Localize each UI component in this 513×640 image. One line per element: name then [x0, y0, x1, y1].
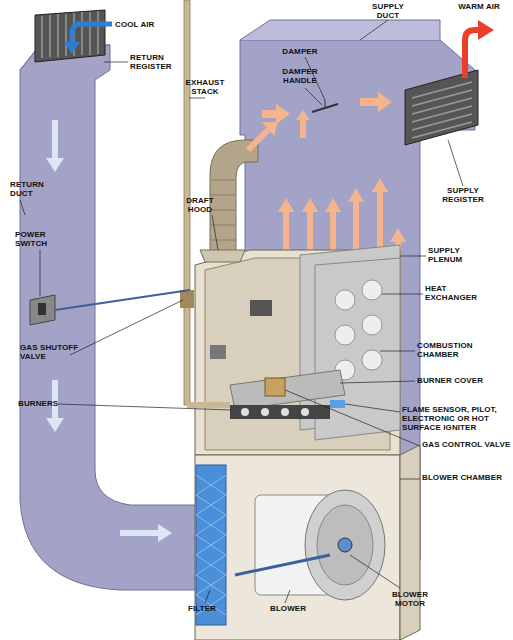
part-label: SUPPLY PLENUM — [428, 246, 488, 264]
part-label: WARM AIR — [440, 2, 500, 11]
part-label: BURNERS — [18, 399, 68, 408]
part-label: BLOWER CHAMBER — [422, 473, 512, 482]
part-label: BLOWER MOTOR — [380, 590, 440, 608]
part-label: GAS SHUTOFF VALVE — [20, 343, 80, 361]
part-label: EXHAUST STACK — [175, 78, 235, 96]
part-label: SUPPLY DUCT — [360, 2, 416, 20]
part-label: POWER SWITCH — [15, 230, 70, 248]
part-label: DRAFT HOOD — [175, 196, 225, 214]
part-label: FILTER — [188, 604, 228, 613]
part-label: RETURN DUCT — [10, 180, 60, 198]
part-label: COMBUSTION CHAMBER — [417, 341, 507, 359]
part-label: BLOWER — [270, 604, 310, 613]
part-label: COOL AIR — [115, 20, 175, 29]
part-label: GAS CONTROL VALVE — [422, 440, 512, 449]
part-label: DAMPER HANDLE — [270, 67, 330, 85]
part-label: BURNER COVER — [417, 376, 497, 385]
part-label: DAMPER — [270, 47, 330, 56]
part-label: SUPPLY REGISTER — [430, 186, 496, 204]
part-label: FLAME SENSOR, PILOT, ELECTRONIC OR HOT S… — [402, 405, 508, 432]
part-label: RETURN REGISTER — [130, 53, 200, 71]
part-label: HEAT EXCHANGER — [425, 284, 495, 302]
